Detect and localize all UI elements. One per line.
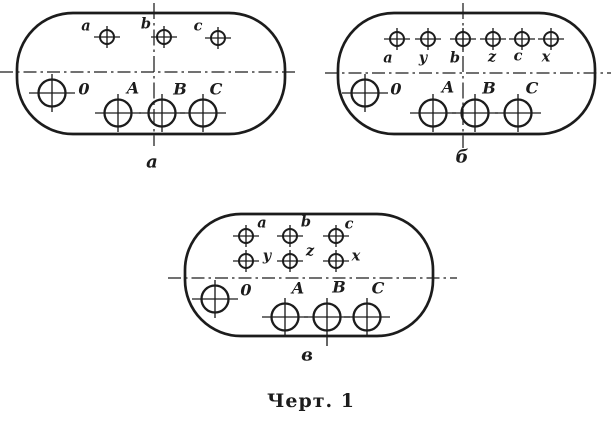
hole-label-B: B bbox=[172, 80, 187, 99]
hole-label-O: 0 bbox=[78, 80, 89, 99]
hole-small-x: x bbox=[538, 28, 564, 66]
hole-small-z: z bbox=[277, 243, 315, 272]
hole-large-O: 0 bbox=[192, 280, 252, 318]
figure-caption: Черт. 1 bbox=[267, 390, 355, 412]
hole-small-b: b bbox=[141, 16, 177, 48]
hole-circle bbox=[103, 98, 133, 128]
hole-circle bbox=[503, 98, 533, 128]
panel-v: a b c y z x 0 A B Cв bbox=[168, 212, 457, 366]
hole-circle bbox=[389, 31, 405, 47]
hole-label-A: A bbox=[125, 79, 139, 98]
hole-label-O: 0 bbox=[240, 281, 251, 300]
hole-circle bbox=[312, 302, 342, 332]
hole-circle bbox=[460, 98, 490, 128]
hole-circle bbox=[200, 284, 230, 314]
hole-large-C: C bbox=[495, 79, 541, 132]
hole-label-a: a bbox=[257, 215, 266, 232]
hole-circle bbox=[282, 253, 298, 269]
hole-small-z: z bbox=[480, 28, 506, 66]
hole-large-B: B bbox=[452, 79, 498, 132]
hole-circle bbox=[418, 98, 448, 128]
hole-large-A: A bbox=[410, 78, 456, 132]
hole-label-x: x bbox=[351, 248, 361, 265]
hole-circle bbox=[282, 228, 298, 244]
hole-label-a: a bbox=[383, 50, 392, 67]
hole-label-O: 0 bbox=[390, 80, 401, 99]
hole-circle bbox=[270, 302, 300, 332]
hole-large-C: C bbox=[344, 279, 390, 336]
hole-small-a: a bbox=[81, 18, 120, 48]
hole-circle bbox=[188, 98, 218, 128]
hole-large-A: A bbox=[95, 79, 141, 132]
hole-label-b: b bbox=[450, 50, 460, 67]
hole-small-a: a bbox=[383, 28, 410, 67]
hole-circle bbox=[352, 302, 382, 332]
panel-label-b: б bbox=[456, 147, 469, 168]
hole-large-C: C bbox=[180, 80, 226, 132]
panel-label-a: а bbox=[146, 152, 158, 173]
hole-label-c: c bbox=[194, 18, 203, 35]
hole-circle bbox=[455, 31, 471, 47]
hole-circle bbox=[514, 31, 530, 47]
hole-circle bbox=[99, 29, 115, 45]
hole-label-C: C bbox=[210, 80, 223, 99]
hole-circle bbox=[350, 78, 380, 108]
hole-circle bbox=[420, 31, 436, 47]
hole-circle bbox=[328, 228, 344, 244]
hole-label-b: b bbox=[141, 16, 151, 33]
hole-small-a: a bbox=[233, 215, 267, 247]
hole-label-x: x bbox=[541, 49, 551, 66]
hole-label-z: z bbox=[305, 243, 315, 260]
hole-small-c: c bbox=[323, 216, 354, 247]
hole-small-b: b bbox=[450, 28, 476, 67]
hole-label-B: B bbox=[481, 79, 496, 98]
hole-label-C: C bbox=[526, 79, 539, 98]
panel-a: a b c 0 A B Cа bbox=[0, 3, 297, 173]
hole-circle bbox=[238, 253, 254, 269]
hole-large-O: 0 bbox=[29, 74, 90, 112]
hole-large-A: A bbox=[262, 279, 308, 336]
hole-large-O: 0 bbox=[342, 74, 402, 112]
panel-label-v: в bbox=[301, 345, 313, 366]
hole-small-b: b bbox=[277, 214, 311, 247]
hole-label-z: z bbox=[487, 49, 497, 66]
hole-small-c: c bbox=[194, 18, 231, 49]
hole-label-A: A bbox=[440, 78, 454, 97]
hole-large-B: B bbox=[139, 80, 187, 132]
hole-small-x: x bbox=[323, 248, 361, 272]
hole-label-A: A bbox=[290, 279, 304, 298]
hole-label-c: c bbox=[345, 216, 354, 233]
hole-small-y: y bbox=[233, 248, 273, 272]
hole-small-y: y bbox=[415, 28, 441, 67]
hole-circle bbox=[156, 29, 172, 45]
hole-label-a: a bbox=[81, 18, 90, 35]
hole-label-C: C bbox=[372, 279, 385, 298]
hole-label-b: b bbox=[301, 214, 311, 231]
hole-circle bbox=[147, 98, 177, 128]
hole-circle bbox=[543, 31, 559, 47]
hole-label-B: B bbox=[331, 278, 346, 297]
hole-label-y: y bbox=[418, 50, 429, 67]
hole-small-c: c bbox=[509, 28, 535, 65]
plate-outline bbox=[183, 212, 435, 338]
hole-label-y: y bbox=[262, 248, 273, 265]
hole-circle bbox=[210, 30, 226, 46]
plate-outline bbox=[15, 11, 287, 136]
hole-circle bbox=[485, 31, 501, 47]
hole-label-c: c bbox=[514, 48, 523, 65]
hole-circle bbox=[238, 228, 254, 244]
hole-circle bbox=[37, 78, 67, 108]
hole-large-B: B bbox=[304, 278, 350, 346]
hole-circle bbox=[328, 253, 344, 269]
